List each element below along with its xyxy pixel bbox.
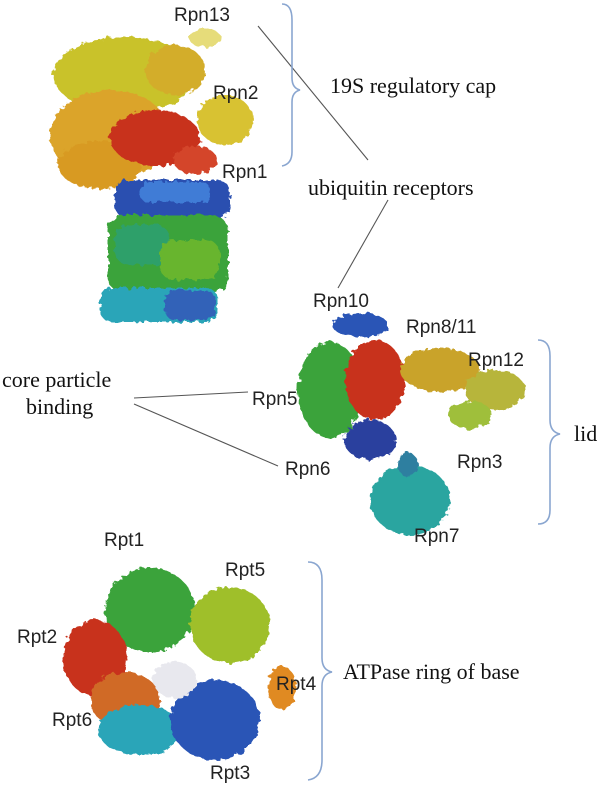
label-rpn10: Rpn10 xyxy=(313,291,369,312)
label-rpt3: Rpt3 xyxy=(210,763,250,784)
leader-rpn10 xyxy=(337,199,389,289)
annotation-core-particle-line2: binding xyxy=(26,394,93,419)
lid-structure xyxy=(298,313,525,535)
annotation-ubiquitin-receptors: ubiquitin receptors xyxy=(308,175,474,200)
leader-rpn5 xyxy=(133,391,249,399)
label-rpt1: Rpt1 xyxy=(104,530,144,551)
atpase-ring-structure xyxy=(63,568,296,760)
label-rpn5: Rpn5 xyxy=(252,389,297,410)
label-rpt5: Rpt5 xyxy=(225,560,265,581)
annotation-atpase-ring: ATPase ring of base xyxy=(343,659,520,684)
label-rpt2: Rpt2 xyxy=(17,627,57,648)
label-rpn12: Rpn12 xyxy=(468,350,524,371)
label-rpn1: Rpn1 xyxy=(222,162,267,183)
label-rpn7: Rpn7 xyxy=(414,526,459,547)
label-rpn3: Rpn3 xyxy=(457,452,502,473)
label-rpn2: Rpn2 xyxy=(213,83,258,104)
regulatory-cap-bracket xyxy=(281,3,301,167)
annotation-core-particle-line1: core particle xyxy=(2,367,111,392)
annotation-regulatory-cap: 19S regulatory cap xyxy=(330,73,496,98)
leader-rpn6 xyxy=(133,403,279,467)
label-rpn8-11: Rpn8/11 xyxy=(406,317,476,338)
label-rpn6: Rpn6 xyxy=(285,459,330,480)
label-rpn13: Rpn13 xyxy=(174,5,230,26)
annotation-lid: lid xyxy=(574,421,597,446)
lid-bracket xyxy=(537,339,561,525)
label-rpt6: Rpt6 xyxy=(52,710,92,731)
atpase-bracket xyxy=(307,561,333,781)
label-rpt4: Rpt4 xyxy=(276,674,317,695)
leader-lines xyxy=(133,25,389,467)
proteasome-26s-structure xyxy=(50,29,253,322)
leader-rpn13 xyxy=(257,25,369,161)
